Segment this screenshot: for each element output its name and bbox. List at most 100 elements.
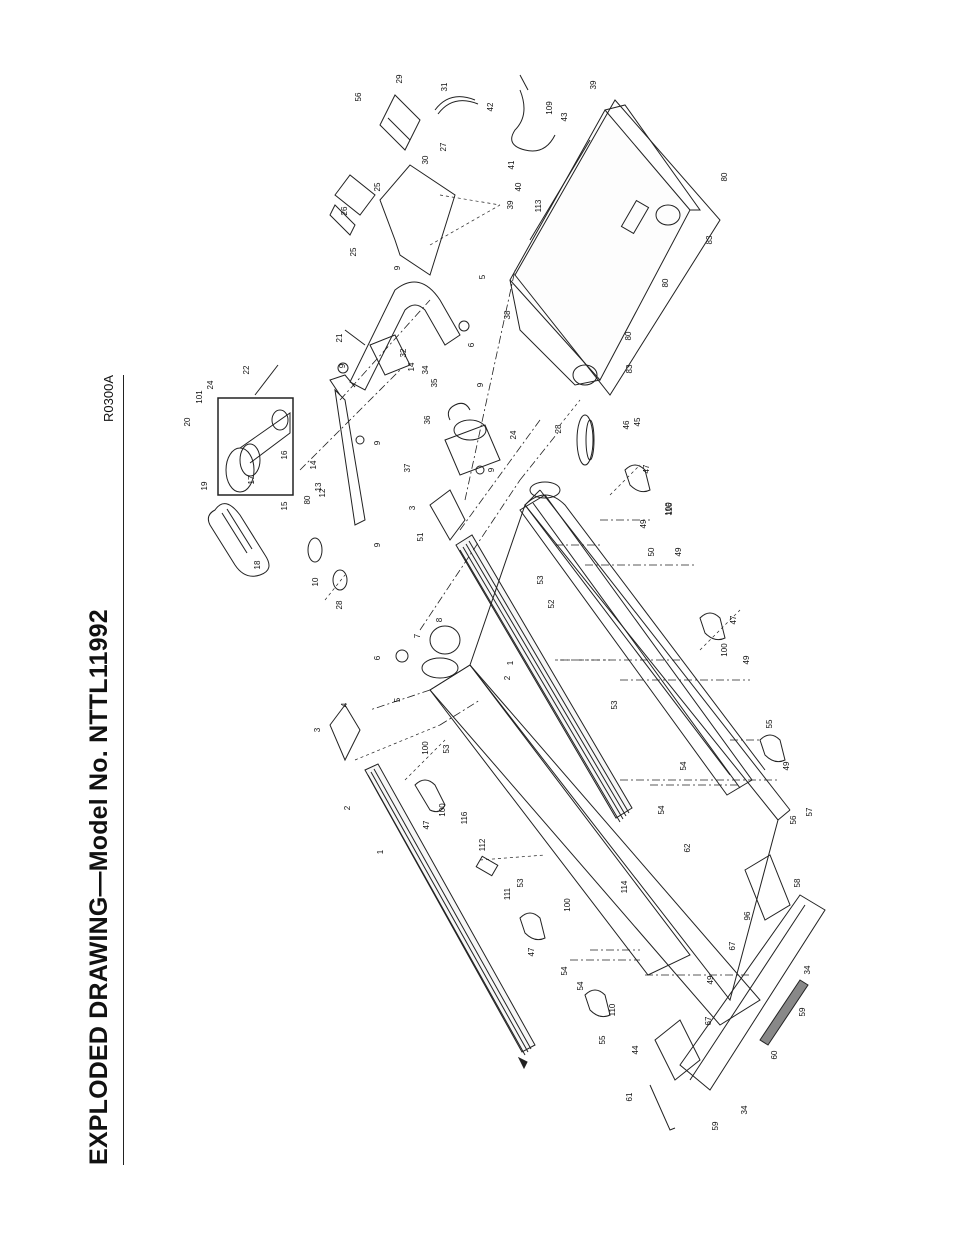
part-label-24-2: 24	[509, 430, 518, 439]
part-label-9-3: 9	[373, 440, 382, 445]
part-label-7: 7	[413, 633, 422, 638]
part-label-54-2: 54	[657, 805, 666, 814]
part-label-29: 29	[395, 74, 404, 83]
part-label-100-2: 100	[438, 803, 447, 817]
part-label-38: 38	[503, 310, 512, 319]
part-label-34-3: 34	[740, 1105, 749, 1114]
part-label-15: 15	[280, 501, 289, 510]
frame-crossbar	[519, 494, 753, 796]
part-label-49-4: 49	[782, 761, 791, 770]
part-label-24: 24	[206, 380, 215, 389]
part-label-14: 14	[309, 460, 318, 469]
part-label-80: 80	[303, 495, 312, 504]
part-label-54: 54	[679, 761, 688, 770]
part-label-80-3: 80	[661, 278, 670, 287]
part-label-5-2: 5	[478, 274, 487, 279]
part-label-26: 26	[340, 206, 349, 215]
part-label-62: 62	[683, 843, 692, 852]
part-label-110: 110	[608, 1003, 617, 1016]
part-label-80-4: 80	[720, 172, 729, 181]
part-label-40: 40	[514, 182, 523, 191]
part-label-25: 25	[349, 247, 358, 256]
controller-bracket	[329, 174, 376, 236]
right-rail	[455, 534, 633, 823]
part-label-51: 51	[416, 532, 425, 541]
part-label-14-2: 14	[407, 362, 416, 371]
rear-roller	[421, 625, 461, 679]
part-label-55-2: 55	[598, 1035, 607, 1044]
part-label-3-2: 3	[408, 505, 417, 510]
part-label-100: 100	[421, 741, 430, 755]
part-label-100-5: 100	[720, 643, 729, 657]
part-label-20: 20	[183, 417, 192, 426]
part-label-44: 44	[631, 1045, 640, 1054]
part-label-67-2: 67	[704, 1016, 713, 1025]
part-label-47-2: 47	[527, 947, 536, 956]
part-label-36: 36	[423, 415, 432, 424]
small-parts	[254, 320, 499, 877]
part-label-12: 12	[318, 488, 327, 497]
part-label-35: 35	[430, 378, 439, 387]
part-label-100-3: 100	[563, 898, 572, 912]
cover-bracket	[329, 489, 466, 762]
part-label-96: 96	[743, 911, 752, 920]
part-label-9-5: 9	[476, 382, 485, 387]
motor-base	[514, 99, 721, 396]
part-label-49-5: 49	[706, 975, 715, 984]
part-label-39-2: 39	[506, 200, 515, 209]
part-label-42: 42	[486, 102, 495, 111]
part-label-32: 32	[399, 348, 408, 357]
part-label-17: 17	[247, 475, 256, 484]
deck-cushions	[414, 464, 786, 1018]
part-label-6: 6	[373, 655, 382, 660]
part-label-9-6: 9	[487, 467, 496, 472]
part-label-101: 101	[195, 390, 204, 404]
part-label-19: 19	[200, 481, 209, 490]
part-label-80-2: 80	[624, 331, 633, 340]
part-label-9-2: 9	[338, 363, 347, 368]
part-label-109: 109	[545, 101, 554, 115]
part-label-111: 111	[503, 887, 512, 900]
drive-motor	[444, 402, 501, 476]
part-label-6-2: 6	[467, 342, 476, 347]
part-label-83-2: 83	[705, 235, 714, 244]
part-label-116: 116	[460, 811, 469, 824]
motor-hood	[509, 104, 701, 386]
part-label-30: 30	[421, 155, 430, 164]
part-label-34: 34	[421, 365, 430, 374]
part-label-53-3: 53	[610, 700, 619, 709]
right-upright	[349, 281, 461, 391]
part-label-13: 13	[314, 482, 323, 491]
part-label-45: 45	[633, 417, 642, 426]
part-label-52: 52	[547, 599, 556, 608]
part-label-49-2: 49	[674, 547, 683, 556]
part-label-54-3: 54	[560, 966, 569, 975]
part-label-59: 59	[798, 1007, 807, 1016]
part-label-25-2: 25	[373, 182, 382, 191]
part-label-18: 18	[253, 560, 262, 569]
drive-belt	[207, 503, 270, 577]
part-label-114: 114	[620, 880, 629, 893]
part-label-59-2: 59	[711, 1121, 720, 1130]
part-label-5: 5	[393, 697, 402, 702]
part-label-43: 43	[560, 112, 569, 121]
part-label-83: 83	[625, 364, 634, 373]
part-label-56: 56	[354, 92, 363, 101]
motor-plate	[379, 164, 456, 276]
part-label-2-2: 2	[503, 675, 512, 680]
drawing-parts	[207, 74, 826, 1131]
pulley-inset	[217, 397, 294, 496]
power-cord	[511, 74, 556, 152]
front-roller	[524, 481, 766, 776]
part-label-31: 31	[440, 82, 449, 91]
walking-deck	[429, 489, 791, 1026]
part-label-53-2: 53	[536, 575, 545, 584]
part-label-56-2: 56	[789, 815, 798, 824]
part-label-54-4: 54	[576, 981, 585, 990]
part-label-28-2: 28	[554, 424, 563, 433]
part-label-47-4: 47	[729, 615, 738, 624]
part-label-53: 53	[442, 744, 451, 753]
part-label-1: 1	[376, 849, 385, 854]
part-label-100-4: 100	[664, 502, 673, 516]
part-label-10: 10	[311, 577, 320, 586]
